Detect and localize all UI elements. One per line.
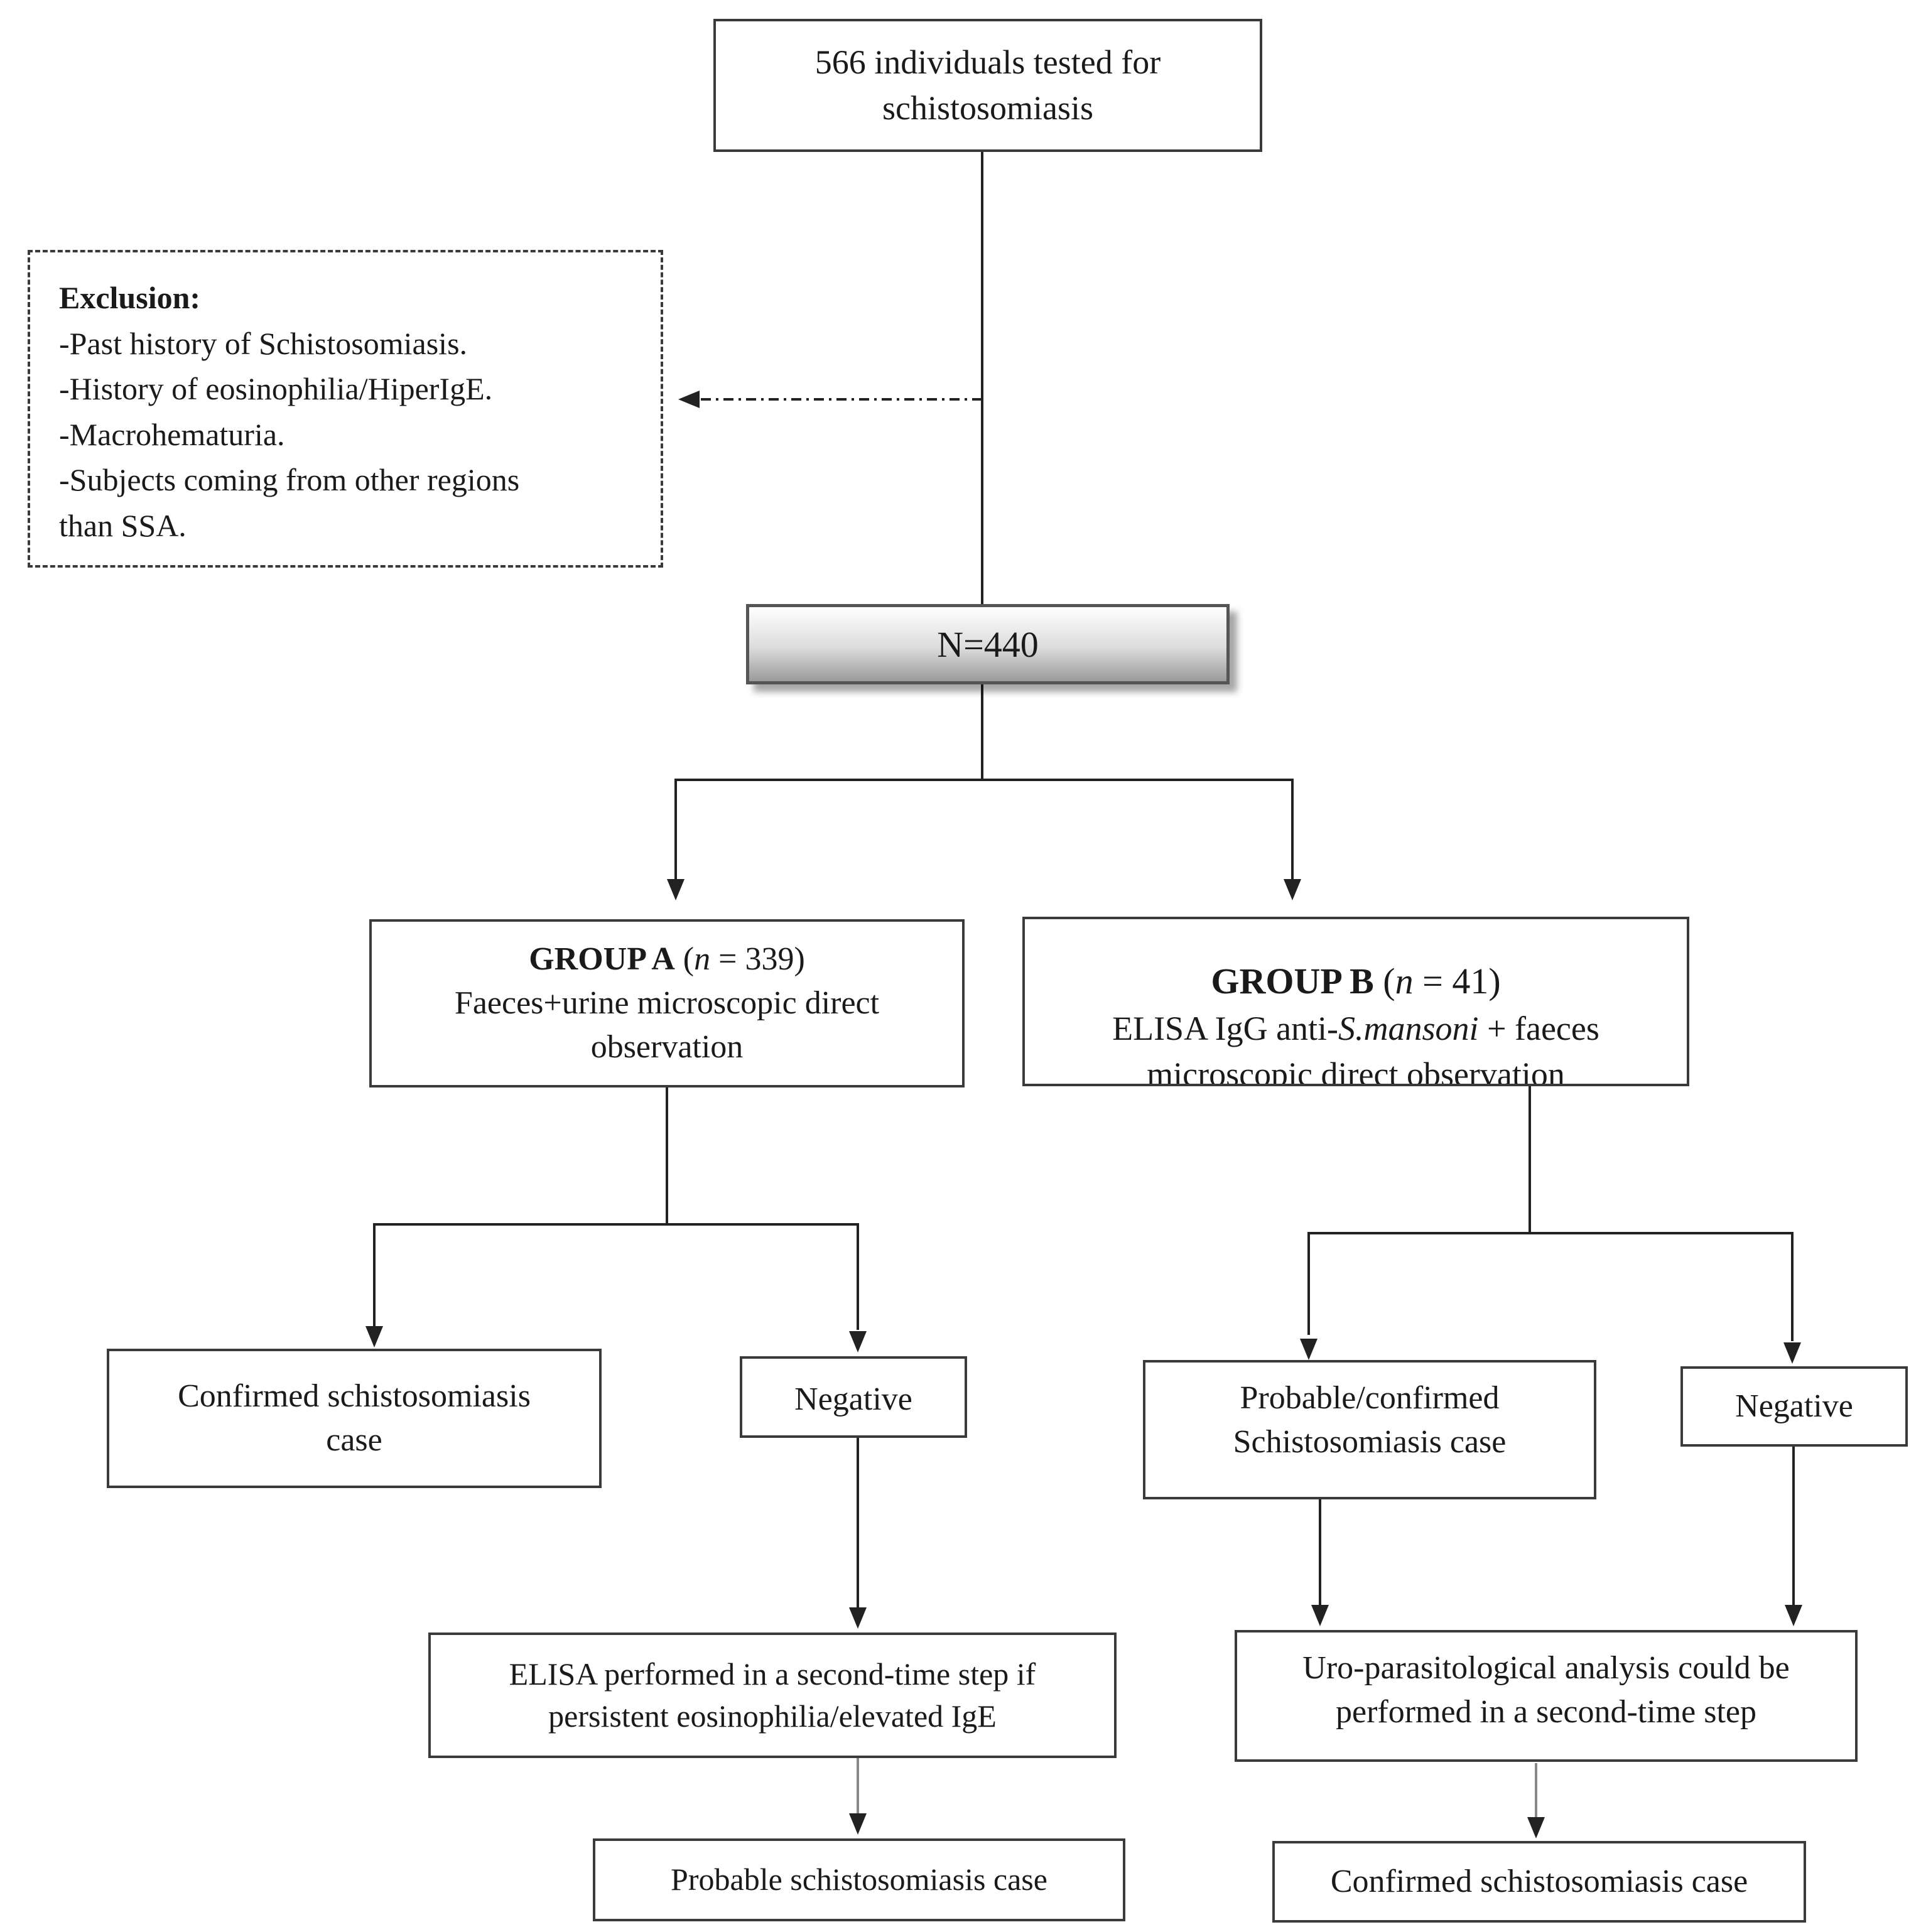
box-exclusion: Exclusion: -Past history of Schistosomia…	[28, 250, 663, 568]
a-probable-label: Probable schistosomiasis case	[671, 1862, 1047, 1897]
individuals-tested-line1: 566 individuals tested for	[814, 43, 1161, 82]
box-a-probable-case: Probable schistosomiasis case	[593, 1838, 1125, 1921]
group-b-name: GROUP B	[1211, 960, 1374, 1001]
box-group-b: GROUP B (n = 41) ELISA IgG anti-S.manson…	[1022, 917, 1689, 1086]
b-uro-line2: performed in a second-time step	[1336, 1694, 1756, 1730]
group-b-method-line1: ELISA IgG anti-S.mansoni + faeces	[1112, 1006, 1599, 1052]
group-a-name: GROUP A	[529, 941, 675, 977]
a-elisa-line2: persistent eosinophilia/elevated IgE	[548, 1698, 997, 1734]
box-a-elisa-second-step: ELISA performed in a second-time step if…	[428, 1632, 1117, 1758]
group-a-n-symbol: n	[694, 941, 711, 977]
arrowhead-a-negative	[849, 1331, 867, 1352]
arrowhead-b-negative-uro	[1785, 1605, 1802, 1626]
group-b-method-line2: microscopic direct observation	[1147, 1055, 1565, 1086]
arrowhead-b-probable	[1300, 1339, 1318, 1360]
b-uro-line1: Uro-parasitological analysis could be	[1302, 1650, 1790, 1686]
group-b-method-pre: ELISA IgG anti-	[1112, 1010, 1339, 1048]
a-negative-label: Negative	[794, 1381, 912, 1417]
arrowhead-b-confirmed	[1527, 1817, 1545, 1838]
b-probable-line1: Probable/confirmed	[1240, 1380, 1500, 1416]
box-individuals-tested: 566 individuals tested for schistosomias…	[713, 19, 1262, 152]
group-a-n-value: = 339)	[710, 941, 805, 977]
arrowhead-b-negative	[1783, 1342, 1801, 1364]
a-elisa-line1: ELISA performed in a second-time step if	[509, 1656, 1036, 1692]
b-confirmed-label: Confirmed schistosomiasis case	[1330, 1863, 1748, 1899]
exclusion-item: -Subjects coming from other regions	[59, 462, 520, 497]
arrowhead-group-a	[667, 879, 685, 900]
group-b-n-symbol: n	[1395, 960, 1414, 1001]
arrowhead-a-confirmed	[365, 1326, 383, 1347]
exclusion-item: -History of eosinophilia/HiperIgE.	[59, 371, 493, 406]
exclusion-item: than SSA.	[59, 507, 187, 543]
exclusion-item: -Past history of Schistosomiasis.	[59, 325, 468, 361]
box-total-n: N=440	[746, 604, 1230, 684]
arrowhead-a-probable	[849, 1813, 867, 1835]
group-a-method-line2: observation	[590, 1029, 744, 1066]
group-a-heading: GROUP A (n = 339)	[529, 937, 805, 981]
group-b-heading: GROUP B (n = 41)	[1211, 957, 1500, 1006]
connector-split-a	[373, 1223, 859, 1330]
b-negative-label: Negative	[1735, 1388, 1853, 1424]
a-confirmed-line1: Confirmed schistosomiasis	[178, 1378, 531, 1414]
group-b-method-post: + faeces	[1478, 1010, 1599, 1048]
exclusion-title: Exclusion:	[59, 280, 201, 315]
individuals-tested-line2: schistosomiasis	[882, 89, 1094, 127]
group-b-n-value: = 41)	[1413, 960, 1501, 1001]
a-confirmed-line2: case	[326, 1422, 382, 1458]
group-a-method-line1: Faeces+urine microscopic direct	[454, 985, 880, 1021]
box-b-confirmed-case: Confirmed schistosomiasis case	[1272, 1841, 1806, 1923]
b-probable-line2: Schistosomiasis case	[1233, 1424, 1507, 1460]
group-b-species: S.mansoni	[1338, 1010, 1479, 1048]
box-a-confirmed-case: Confirmed schistosomiasis case	[107, 1349, 602, 1488]
arrowhead-b-probable-uro	[1311, 1605, 1329, 1626]
group-a-paren: (	[674, 941, 695, 977]
exclusion-item: -Macrohematuria.	[59, 416, 285, 452]
arrowhead-exclusion	[678, 391, 700, 408]
box-b-negative: Negative	[1680, 1366, 1908, 1447]
box-a-negative: Negative	[740, 1356, 967, 1438]
connector-split-b	[1307, 1232, 1794, 1341]
arrowhead-a-elisa	[849, 1607, 867, 1629]
box-b-probable-confirmed-case: Probable/confirmed Schistosomiasis case	[1143, 1360, 1596, 1499]
total-n-label: N=440	[937, 623, 1039, 665]
box-b-uro-parasitological: Uro-parasitological analysis could be pe…	[1235, 1630, 1858, 1762]
arrowhead-group-b	[1284, 879, 1301, 900]
box-group-a: GROUP A (n = 339) Faeces+urine microscop…	[369, 919, 965, 1087]
group-b-paren: (	[1373, 960, 1395, 1001]
connector-split-groups	[674, 779, 1294, 890]
